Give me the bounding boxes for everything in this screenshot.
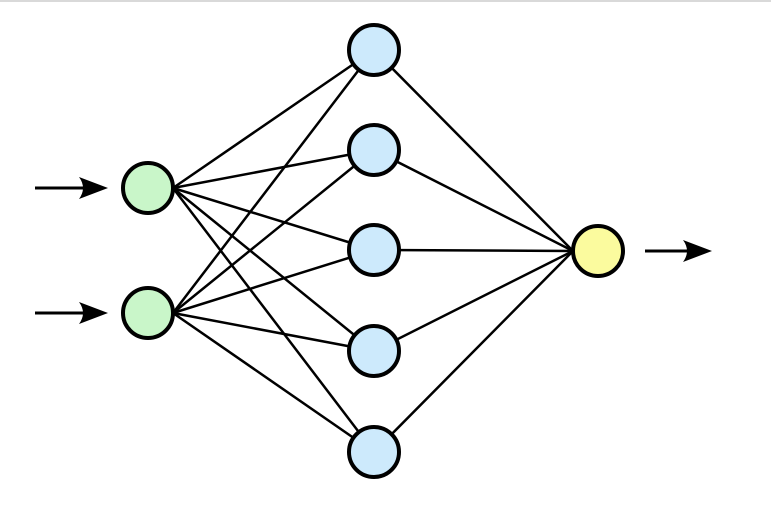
output-node-out1 — [571, 224, 625, 278]
hidden-node-h2 — [347, 123, 401, 177]
edge-in2-h1 — [171, 48, 376, 315]
edge-h5-out1 — [372, 249, 575, 454]
hidden-node-h5 — [347, 425, 401, 479]
edge-in2-h2 — [171, 148, 376, 315]
input-arrow-1 — [35, 177, 108, 199]
input-arrow-1-head — [79, 177, 108, 199]
output-arrow — [645, 240, 712, 262]
arrows-layer — [35, 177, 712, 324]
edge-in1-h3 — [171, 186, 376, 252]
input-arrow-2-head — [79, 302, 108, 324]
input-arrow-2 — [35, 302, 108, 324]
edge-in2-h5 — [171, 311, 376, 454]
edge-in1-h5 — [171, 186, 376, 454]
edge-h4-out1 — [372, 249, 575, 353]
edge-in1-h1 — [171, 48, 376, 190]
edge-in2-h3 — [171, 248, 376, 315]
edge-h2-out1 — [372, 148, 575, 253]
edge-in1-h4 — [171, 186, 376, 353]
top-divider — [0, 0, 771, 2]
hidden-node-h4 — [347, 324, 401, 378]
input-node-in1 — [121, 161, 175, 215]
output-arrow-head — [683, 240, 712, 262]
edges-layer — [171, 48, 575, 454]
edge-in1-h2 — [171, 148, 376, 190]
hidden-node-h1 — [347, 23, 401, 77]
edge-h3-out1 — [372, 248, 575, 253]
hidden-node-h3 — [347, 223, 401, 277]
edge-h1-out1 — [372, 48, 575, 253]
nodes-layer — [121, 23, 625, 479]
edge-in2-h4 — [171, 311, 376, 353]
input-node-in2 — [121, 286, 175, 340]
